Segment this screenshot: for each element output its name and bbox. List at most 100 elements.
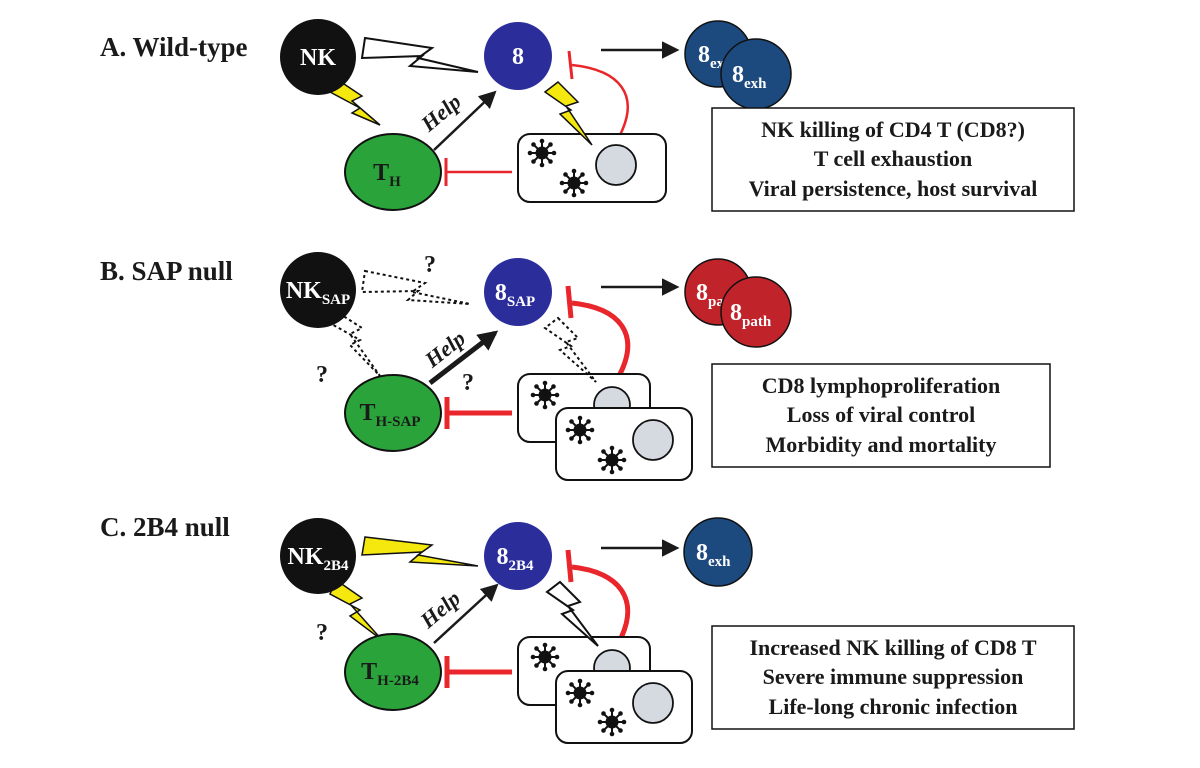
helper-subscript: H-SAP bbox=[376, 414, 421, 430]
summary-box-a: NK killing of CD4 T (CD8?) T cell exhaus… bbox=[711, 107, 1075, 212]
lightning-bolt-icon bbox=[329, 578, 383, 641]
svg-text:NKSAP: NKSAP bbox=[286, 278, 350, 308]
nk-subscript: SAP bbox=[322, 292, 350, 308]
cd8-t-cell: 82B4 bbox=[484, 522, 552, 590]
svg-text:8exh: 8exh bbox=[732, 62, 767, 92]
svg-text:TH-SAP: TH-SAP bbox=[359, 400, 420, 430]
nk-label: NK bbox=[286, 278, 322, 304]
summary-line: CD8 lymphoproliferation bbox=[762, 373, 1001, 398]
helper-label: T bbox=[359, 400, 375, 426]
virus-particle-icon bbox=[596, 444, 628, 476]
lightning-bolt-icon bbox=[545, 580, 599, 647]
pathogenic-front-subscript: path bbox=[742, 314, 772, 330]
lightning-bolt-icon bbox=[328, 78, 381, 126]
virus-particle-icon bbox=[558, 167, 590, 199]
virus-particle-icon bbox=[564, 677, 596, 709]
cd8-label: 8 bbox=[496, 544, 508, 570]
svg-text:82B4: 82B4 bbox=[496, 544, 534, 574]
summary-line: Severe immune suppression bbox=[763, 664, 1024, 689]
nk-label: NK bbox=[300, 45, 336, 71]
exhausted-cd8-cell: 8exh bbox=[683, 517, 753, 587]
lightning-bolt-icon bbox=[360, 269, 471, 305]
lightning-bolt-icon bbox=[360, 36, 479, 73]
pathogenic-back-label: 8 bbox=[696, 280, 708, 306]
help-arrow bbox=[428, 330, 499, 385]
help-label: Help bbox=[419, 325, 470, 372]
helper-label: T bbox=[361, 659, 377, 685]
helper-t-cell: TH bbox=[344, 133, 442, 211]
cd8-t-cell: 8SAP bbox=[484, 258, 552, 326]
svg-text:8pa: 8pa bbox=[696, 280, 724, 310]
cd8-t-cell: 8 bbox=[484, 22, 552, 90]
summary-box-b: CD8 lymphoproliferation Loss of viral co… bbox=[711, 363, 1051, 468]
svg-text:8SAP: 8SAP bbox=[495, 280, 535, 310]
exhausted-cd8-cells: 8ex 8exh bbox=[684, 20, 792, 110]
question-mark: ? bbox=[424, 252, 436, 278]
summary-line: Viral persistence, host survival bbox=[749, 176, 1038, 201]
virus-particle-icon bbox=[596, 706, 628, 738]
helper-t-cell: TH-SAP bbox=[344, 374, 442, 452]
summary-line: NK killing of CD4 T (CD8?) bbox=[761, 117, 1025, 142]
helper-t-cell: TH-2B4 bbox=[344, 633, 442, 711]
panel-b-title: B. SAP null bbox=[100, 256, 233, 286]
svg-text:8exh: 8exh bbox=[696, 540, 731, 570]
question-mark: ? bbox=[462, 370, 474, 396]
panel-a-title: A. Wild-type bbox=[100, 32, 248, 62]
svg-text:8: 8 bbox=[512, 44, 524, 70]
pathogenic-back-subscript: pa bbox=[708, 294, 724, 310]
svg-text:NK: NK bbox=[300, 45, 336, 71]
helper-subscript: H bbox=[389, 174, 401, 190]
exhausted-label: 8 bbox=[696, 540, 708, 566]
panel-c: C. 2B4 null ? NK2B4 TH-2B4 Help 82B4 bbox=[100, 512, 1075, 744]
inhibition-t-bar-icon bbox=[571, 564, 631, 642]
inhibition-t-bar-icon bbox=[571, 63, 629, 136]
infected-cell bbox=[555, 670, 693, 744]
svg-text:TH: TH bbox=[373, 160, 401, 190]
virus-particle-icon bbox=[526, 137, 558, 169]
svg-text:8path: 8path bbox=[730, 300, 772, 330]
panel-b: B. SAP null ? ? NKSAP TH-SAP Help ? 8SAP bbox=[100, 252, 1051, 481]
inhibition-t-bar-icon bbox=[571, 300, 631, 376]
cd8-label: 8 bbox=[495, 280, 507, 306]
svg-text:TH-2B4: TH-2B4 bbox=[361, 659, 419, 689]
pathogenic-front-label: 8 bbox=[730, 300, 742, 326]
question-mark: ? bbox=[316, 362, 328, 388]
summary-line: Increased NK killing of CD8 T bbox=[749, 635, 1036, 660]
summary-box-c: Increased NK killing of CD8 T Severe imm… bbox=[711, 625, 1075, 730]
help-arrow bbox=[433, 90, 497, 151]
inhibition-bar bbox=[567, 50, 574, 80]
infected-cell bbox=[517, 133, 667, 203]
nk-cell: NK bbox=[280, 19, 356, 95]
help-arrow bbox=[433, 583, 499, 644]
pathogenic-cd8-cells: 8pa 8path bbox=[684, 258, 792, 348]
lightning-bolt-icon bbox=[543, 316, 597, 383]
cd8-label: 8 bbox=[512, 44, 524, 70]
panel-a: A. Wild-type NK TH Help 8 bbox=[100, 19, 1075, 212]
summary-line: Morbidity and mortality bbox=[766, 432, 997, 457]
exhausted-subscript: exh bbox=[708, 554, 731, 570]
inhibition-bar bbox=[565, 285, 574, 319]
cd8-subscript: SAP bbox=[507, 294, 535, 310]
nk-label: NK bbox=[287, 544, 323, 570]
helper-subscript: H-2B4 bbox=[377, 673, 419, 689]
nk-cell: NK2B4 bbox=[280, 518, 356, 594]
summary-line: T cell exhaustion bbox=[814, 146, 973, 171]
virus-particle-icon bbox=[564, 414, 596, 446]
panel-c-title: C. 2B4 null bbox=[100, 512, 230, 542]
lightning-bolt-icon bbox=[543, 81, 593, 146]
svg-text:NK2B4: NK2B4 bbox=[287, 544, 349, 574]
exhausted-back-label: 8 bbox=[698, 42, 710, 68]
inhibition-bar bbox=[565, 549, 574, 583]
help-label: Help bbox=[415, 89, 466, 137]
virus-particle-icon bbox=[529, 641, 561, 673]
cd8-subscript: 2B4 bbox=[508, 558, 534, 574]
question-mark: ? bbox=[316, 620, 328, 646]
nk-cell: NKSAP bbox=[280, 252, 356, 328]
virus-particle-icon bbox=[529, 379, 561, 411]
help-label: Help bbox=[415, 586, 466, 634]
nk-subscript: 2B4 bbox=[323, 558, 349, 574]
summary-line: Life-long chronic infection bbox=[769, 694, 1018, 719]
exhausted-front-subscript: exh bbox=[744, 76, 767, 92]
summary-line: Loss of viral control bbox=[787, 402, 975, 427]
